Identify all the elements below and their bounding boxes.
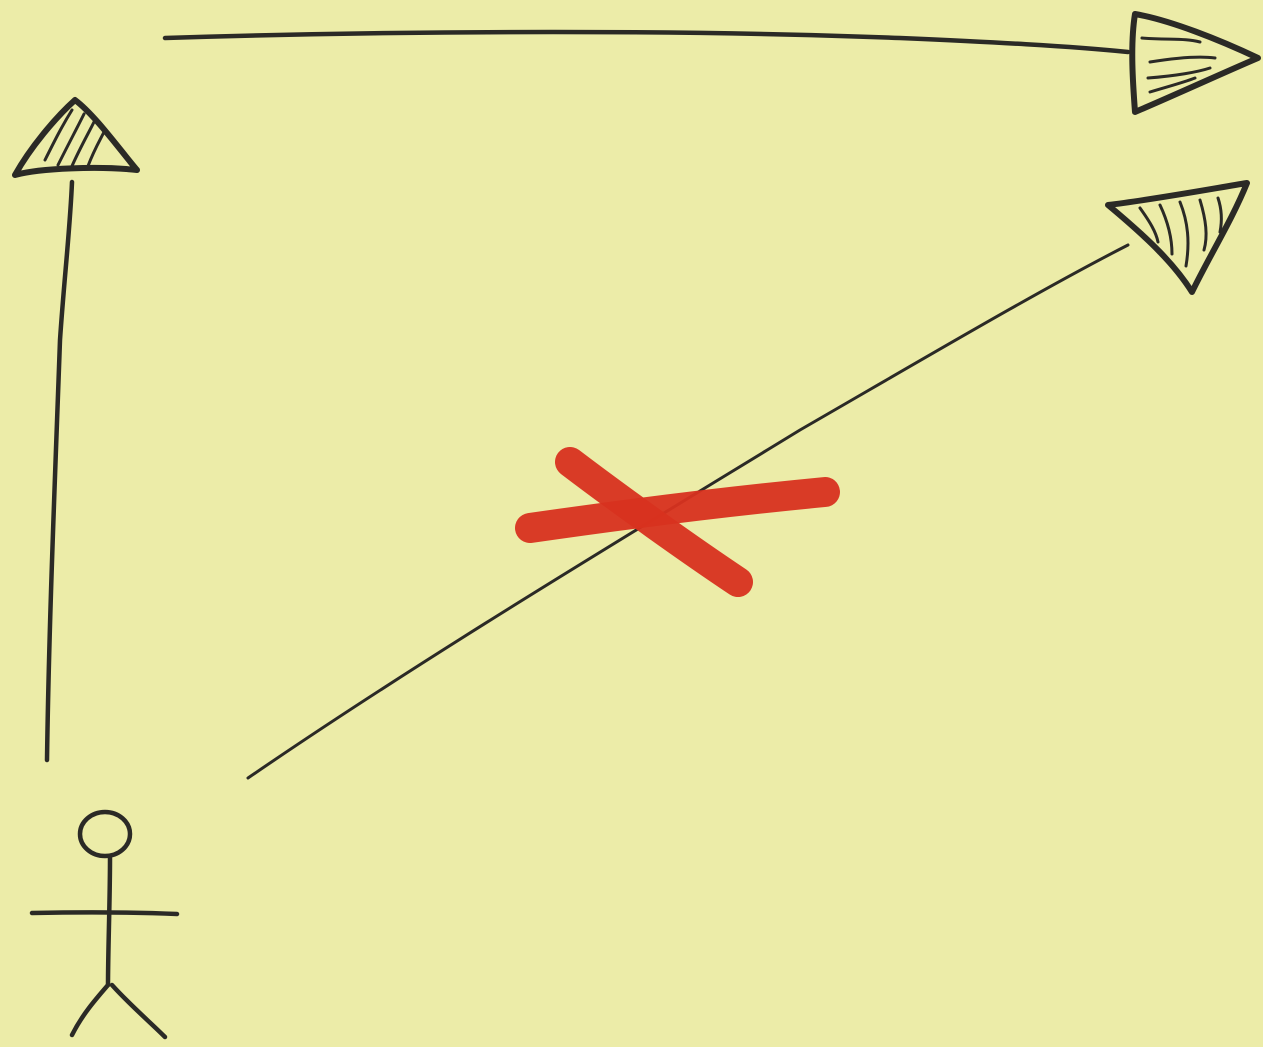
path-up-line <box>47 182 72 760</box>
blocked-x-mark <box>530 462 825 582</box>
person-stick-figure-icon <box>32 812 177 1037</box>
arrow-right-icon <box>1132 14 1258 112</box>
path-across-line <box>165 32 1128 52</box>
arrow-diagonal-icon <box>1108 183 1247 292</box>
arrow-up-icon <box>15 100 137 175</box>
